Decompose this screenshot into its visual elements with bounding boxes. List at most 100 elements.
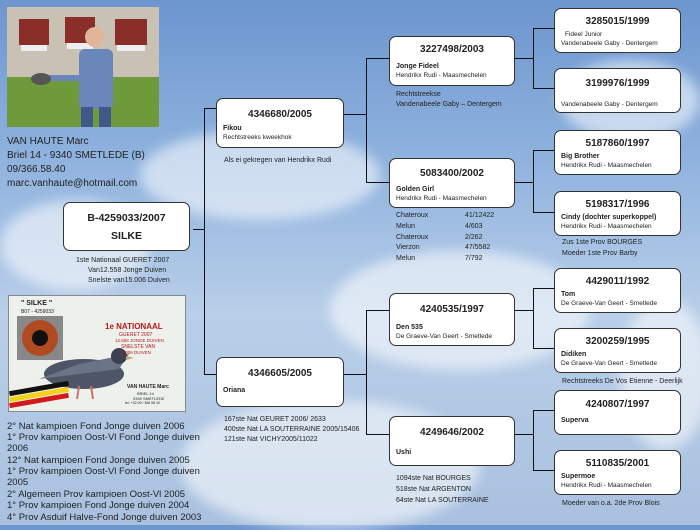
ds-subtitle: De Graeve-Van Geert - Smetlede: [396, 333, 492, 340]
owner-name: VAN HAUTE Marc: [7, 136, 89, 147]
sdd-note: Zus 1ste Prov BOURGES: [562, 239, 643, 246]
ssd-ring: 3199976/1999: [585, 78, 650, 89]
card-result-line: SNELSTE VAN: [121, 344, 156, 350]
ds-ring: 4240535/1997: [420, 304, 484, 315]
result-item: 1° Prov kampioen Oost-Vl Fond Jonge duiv…: [7, 466, 200, 477]
ddd-name: Supermoe: [561, 473, 596, 480]
card-result-line: 12.558 JONGE DUIVEN: [115, 338, 164, 343]
sd-name: Golden Girl: [396, 186, 435, 193]
pedigree-box-sss[interactable]: 3285015/1999 Fideel Junior Vandenabeele …: [554, 8, 681, 53]
pedigree-box-dss[interactable]: 4429011/1992 Tom De Graeve-Van Geert - S…: [554, 268, 681, 313]
connector-line: [204, 108, 205, 375]
pedigree-box-dsd[interactable]: 3200259/1995 Didiken De Graeve-Van Geert…: [554, 328, 681, 373]
pedigree-box-dam-sire[interactable]: 4240535/1997 Den 535 De Graeve-Van Geert…: [389, 293, 515, 346]
connector-line: [366, 182, 389, 183]
card-result-line: 15.006 DUIVEN: [119, 350, 152, 355]
sd-result-race: Chateroux: [396, 234, 429, 241]
sdd-subtitle: Hendrikx Rudi - Maasmechelen: [561, 223, 652, 230]
pigeon-eye-image: [17, 316, 63, 360]
pedigree-box-sds[interactable]: 5187860/1997 Big Brother Hendrikx Rudi -…: [554, 130, 681, 175]
sire-ring: 4346680/2005: [248, 109, 312, 120]
connector-line: [515, 310, 533, 311]
sd-result-place: 47/5582: [465, 244, 491, 251]
dam-name: Oriana: [223, 387, 246, 394]
subject-name: SILKE: [111, 230, 142, 242]
sds-subtitle: Hendrikx Rudi - Maasmechelen: [561, 162, 652, 169]
sds-name: Big Brother: [561, 153, 600, 160]
owner-phone: 09/366.58.40: [7, 164, 66, 175]
card-owner: VAN HAUTE Marc: [127, 384, 169, 390]
result-item: 2006: [7, 443, 29, 454]
ss-note: Rechtstreekse: [396, 91, 441, 98]
ss-note: Vandenabeele Gaby – Dentergem: [396, 101, 502, 108]
sds-ring: 5187860/1997: [585, 138, 650, 149]
pedigree-box-dds[interactable]: 4240807/1997 Superva: [554, 390, 681, 435]
owner-email[interactable]: marc.vanhaute@hotmail.com: [7, 178, 138, 189]
sdd-ring: 5198317/1996: [585, 199, 650, 210]
connector-line: [366, 58, 389, 59]
dsd-ring: 3200259/1995: [585, 336, 650, 347]
pedigree-box-subject[interactable]: B-4259033/2007 SILKE: [63, 202, 190, 251]
pedigree-box-sire[interactable]: 4346680/2005 Fikou Rechtstreeks kweekhok: [216, 98, 344, 148]
result-item: 4° Prov Asduif Halve-Fond Jonge duiven 2…: [7, 512, 202, 523]
connector-line: [515, 182, 533, 183]
sd-result-place: 4/603: [465, 223, 483, 230]
card-ring: B07 - 4259033: [21, 309, 54, 315]
dam-note: 167ste Nat GEURET 2006/ 2633: [224, 416, 326, 423]
connector-line: [344, 114, 366, 115]
dss-subtitle: De Graeve-Van Geert - Smetlede: [561, 300, 657, 307]
dd-note: 518ste Nat ARGENTON: [396, 486, 471, 493]
dss-ring: 4429011/1992: [585, 276, 650, 287]
connector-line: [515, 58, 533, 59]
owner-photo: [7, 7, 159, 127]
sd-result-race: Melun: [396, 223, 416, 230]
sdd-name: Cindy (dochter superkoppel): [561, 214, 657, 221]
pedigree-box-dam[interactable]: 4346605/2005 Oriana: [216, 357, 344, 407]
pedigree-box-dam-dam[interactable]: 4249646/2002 Ushi: [389, 416, 515, 466]
result-item: 1° Prov kampioen Oost-Vl Fond Jonge duiv…: [7, 432, 200, 443]
subject-note: Snelste van15.006 Duiven: [88, 277, 170, 284]
connector-line: [533, 88, 554, 89]
ss-name: Jonge Fideel: [396, 63, 439, 70]
dam-note: 400ste Nat LA SOUTERRAINE 2005/15406: [224, 426, 360, 433]
ddd-subtitle: Hendrikx Rudi - Maasmechelen: [561, 482, 652, 489]
subject-ring: B-4259033/2007: [87, 212, 166, 224]
connector-line: [204, 108, 216, 109]
connector-line: [366, 434, 389, 435]
pedigree-box-sire-sire[interactable]: 3227498/2003 Jonge Fideel Hendrikx Rudi …: [389, 36, 515, 86]
dd-note: 1094ste Nat BOURGES: [396, 475, 471, 482]
result-item: 12° Nat kampioen Fond Jonge duiven 2005: [7, 455, 190, 466]
pedigree-box-sire-dam[interactable]: 5083400/2002 Golden Girl Hendrikx Rudi -…: [389, 158, 515, 208]
connector-line: [533, 410, 534, 470]
connector-line: [533, 410, 554, 411]
subject-note: Van12.558 Jonge Duiven: [88, 267, 167, 274]
sd-result-race: Melun: [396, 255, 416, 262]
pedigree-box-ssd[interactable]: 3199976/1999 Vandenabeele Gaby - Denterg…: [554, 68, 681, 113]
pigeon-card: " SILKE " B07 - 4259033 1e NATIONAAL GUE…: [8, 295, 186, 412]
pedigree-box-ddd[interactable]: 5110835/2001 Supermoe Hendrikx Rudi - Ma…: [554, 450, 681, 495]
ss-ring: 3227498/2003: [420, 44, 484, 55]
subject-note: 1ste Nationaal GUERET 2007: [76, 257, 170, 264]
card-address: BRIEL 14: [137, 391, 154, 396]
dam-note: 121ste Nat VICHY2005/11022: [224, 436, 318, 443]
sd-subtitle: Hendrikx Rudi - Maasmechelen: [396, 195, 487, 202]
card-address: 9340 SMETLEDE: [133, 396, 165, 401]
owner-address: Briel 14 - 9340 SMETLEDE (B): [7, 150, 145, 161]
sire-name: Fikou: [223, 125, 242, 132]
dd-ring: 4249646/2002: [420, 427, 484, 438]
sire-subtitle: Rechtstreeks kweekhok: [223, 134, 292, 141]
card-result-title: 1e NATIONAAL: [105, 322, 163, 331]
pedigree-box-sdd[interactable]: 5198317/1996 Cindy (dochter superkoppel)…: [554, 191, 681, 236]
sire-note: Als ei gekregen van Hendrikx Rudi: [224, 157, 332, 164]
ss-subtitle: Hendrikx Rudi - Maasmechelen: [396, 72, 487, 79]
dds-ring: 4240807/1997: [585, 399, 650, 410]
dsd-name: Didiken: [561, 351, 587, 358]
sdd-note: Moeder 1ste Prov Barby: [562, 250, 638, 257]
sss-ring: 3285015/1999: [585, 16, 650, 27]
connector-line: [533, 28, 534, 88]
dsd-subtitle: De Graeve-Van Geert - Smetlede: [561, 360, 657, 367]
connector-line: [533, 212, 554, 213]
result-item: 2° Nat kampioen Fond Jonge duiven 2006: [7, 421, 185, 432]
card-phone: tel. +32 09 / 366 58 40: [125, 401, 160, 405]
card-title: " SILKE ": [21, 300, 53, 307]
